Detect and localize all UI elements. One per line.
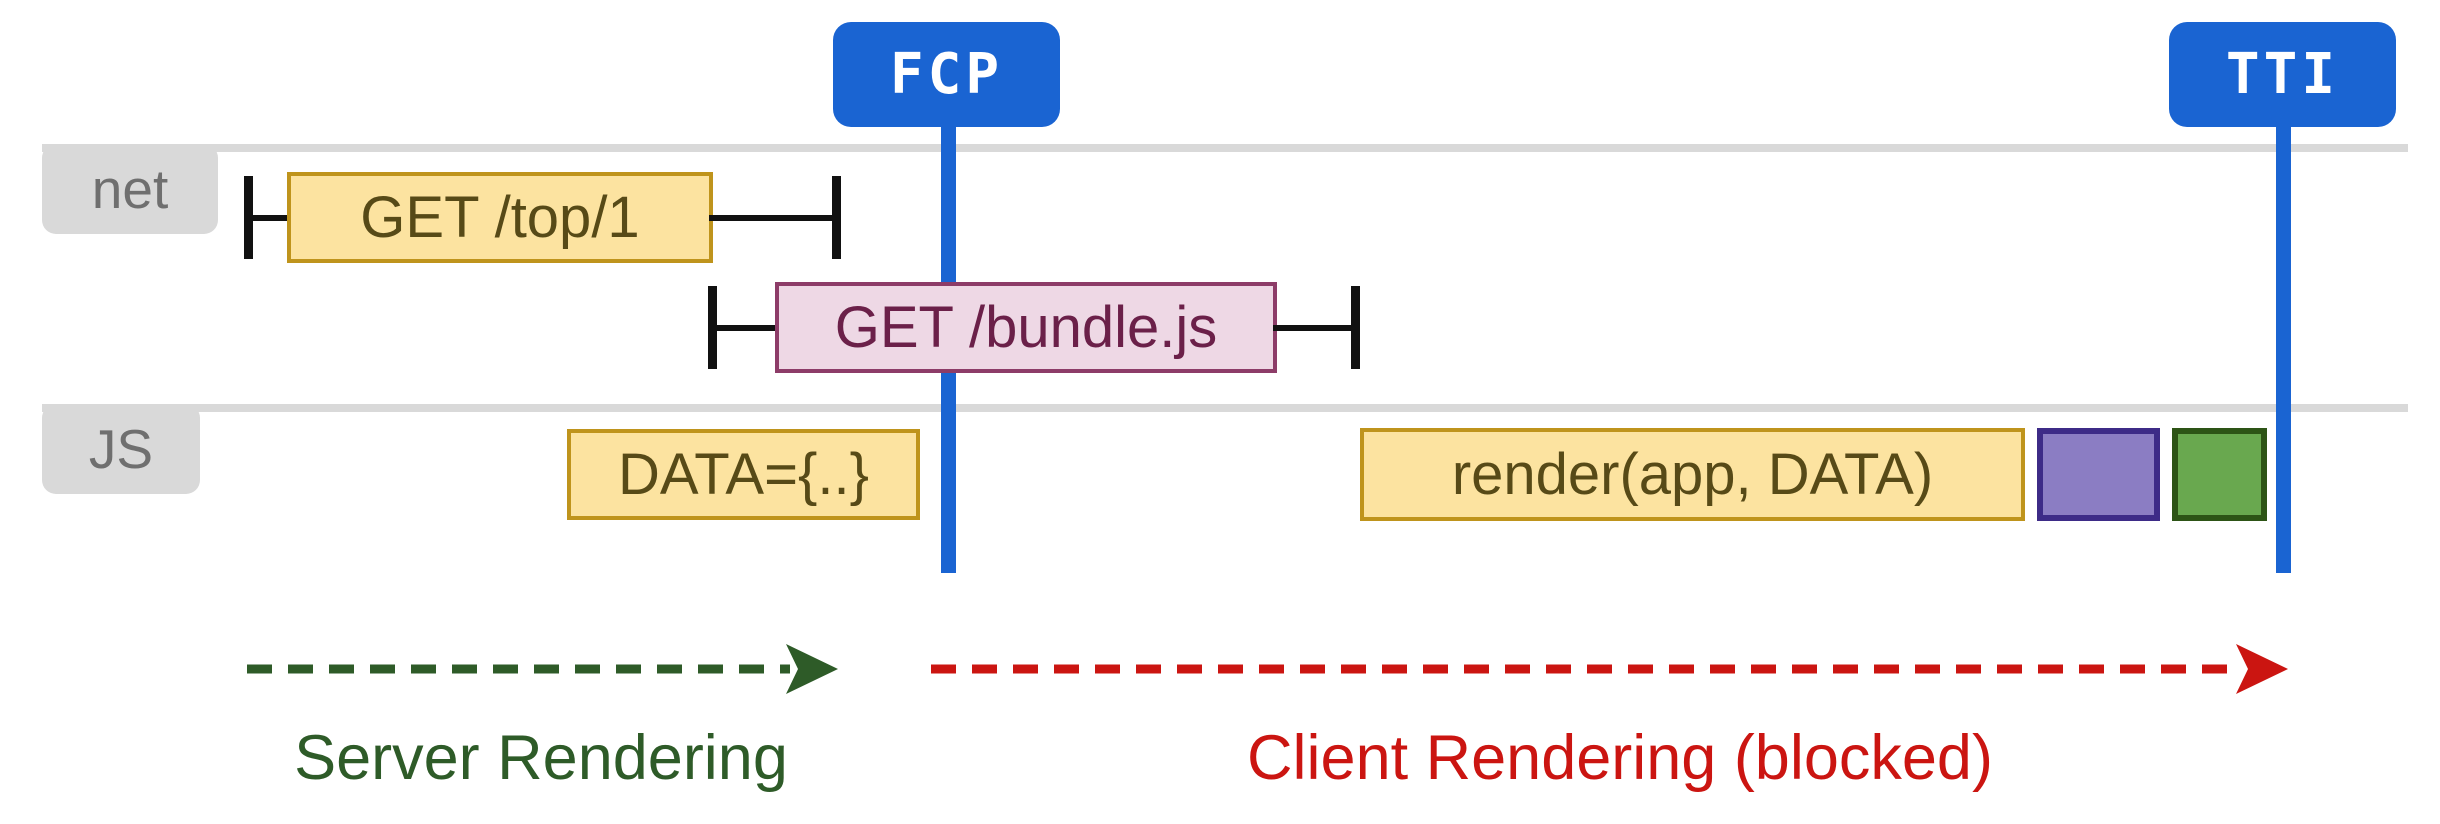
request2-label: GET /bundle.js [834, 295, 1218, 360]
request2-start-connector [713, 325, 777, 331]
server-rendering-arrowhead [786, 644, 838, 694]
client-rendering-arrowhead [2236, 644, 2288, 694]
fcp-badge: FCP [833, 22, 1060, 127]
request2-bar: GET /bundle.js [775, 282, 1277, 373]
js-task2-label: render(app, DATA) [1451, 442, 1934, 507]
js-track-label-text: JS [88, 418, 154, 480]
js-task1-bar: DATA={..} [567, 429, 920, 520]
tti-badge-label: TTI [2225, 42, 2340, 107]
request1-end-tick [832, 176, 841, 259]
client-rendering-caption: Client Rendering (blocked) [1247, 723, 1993, 793]
request1-start-tick [244, 176, 253, 259]
request2-end-connector [1273, 325, 1355, 331]
request1-end-connector [709, 215, 836, 221]
request1-start-connector [249, 215, 291, 221]
request2-start-tick [708, 286, 717, 369]
js-track-label: JS [42, 404, 200, 494]
net-track-label-text: net [91, 158, 169, 220]
net-track-line [42, 144, 2408, 152]
request1-bar: GET /top/1 [287, 172, 713, 263]
request1-label: GET /top/1 [360, 185, 640, 250]
js-task2-bar: render(app, DATA) [1360, 428, 2025, 521]
tti-badge: TTI [2169, 22, 2396, 127]
server-rendering-caption: Server Rendering [294, 723, 788, 793]
net-track-label: net [42, 144, 218, 234]
green-task-block [2172, 428, 2267, 521]
js-task1-label: DATA={..} [618, 442, 869, 507]
tti-marker-line [2276, 123, 2291, 573]
js-track-line [42, 404, 2408, 412]
request2-end-tick [1351, 286, 1360, 369]
fcp-badge-label: FCP [889, 42, 1004, 107]
purple-task-block [2037, 428, 2160, 521]
